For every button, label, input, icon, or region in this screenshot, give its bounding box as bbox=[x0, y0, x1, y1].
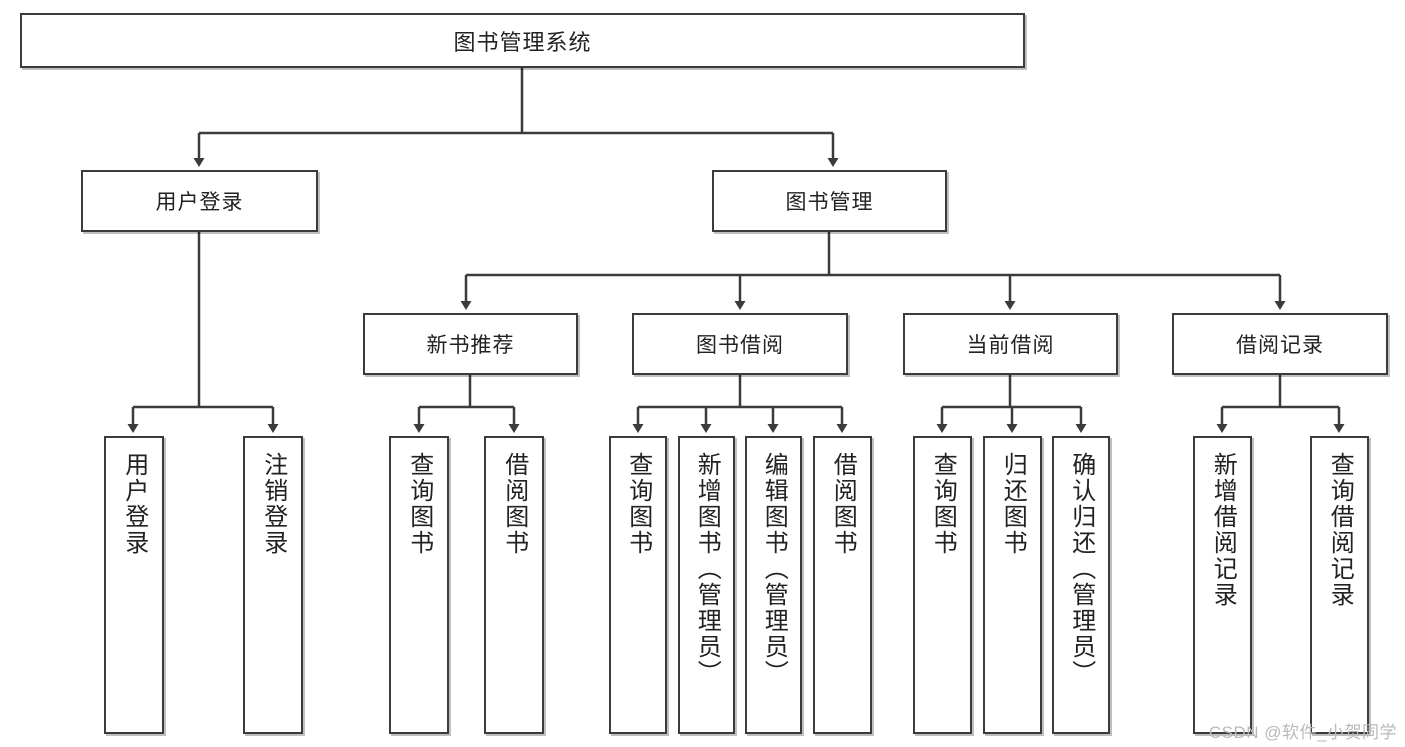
node-leaf-return-book-label: 归还图书 bbox=[999, 452, 1027, 556]
node-book-borrow[interactable]: 图书借阅 bbox=[632, 313, 848, 375]
node-root-label: 图书管理系统 bbox=[453, 29, 592, 55]
node-leaf-query-book-3-label: 查询图书 bbox=[929, 452, 957, 556]
node-leaf-confirm-return-label: 确认归还（管理员） bbox=[1067, 452, 1095, 686]
node-leaf-edit-book[interactable]: 编辑图书（管理员） bbox=[745, 436, 802, 734]
node-leaf-query-book-1[interactable]: 查询图书 bbox=[389, 436, 449, 734]
node-leaf-add-book[interactable]: 新增图书（管理员） bbox=[678, 436, 735, 734]
node-leaf-return-book[interactable]: 归还图书 bbox=[983, 436, 1042, 734]
node-book-manage[interactable]: 图书管理 bbox=[712, 170, 947, 232]
node-leaf-edit-book-label: 编辑图书（管理员） bbox=[760, 452, 788, 686]
node-leaf-add-book-label: 新增图书（管理员） bbox=[693, 452, 721, 686]
node-user-login-label: 用户登录 bbox=[155, 191, 244, 214]
node-book-manage-label: 图书管理 bbox=[785, 191, 874, 214]
node-leaf-query-book-3[interactable]: 查询图书 bbox=[913, 436, 972, 734]
node-new-book-recommend[interactable]: 新书推荐 bbox=[363, 313, 578, 375]
node-leaf-confirm-return[interactable]: 确认归还（管理员） bbox=[1052, 436, 1110, 734]
node-leaf-borrow-book-2-label: 借阅图书 bbox=[829, 452, 857, 556]
node-leaf-borrow-book-1[interactable]: 借阅图书 bbox=[484, 436, 544, 734]
node-user-login[interactable]: 用户登录 bbox=[81, 170, 318, 232]
node-leaf-query-record[interactable]: 查询借阅记录 bbox=[1310, 436, 1369, 734]
node-leaf-user-login-label: 用户登录 bbox=[120, 452, 148, 556]
node-leaf-query-book-2-label: 查询图书 bbox=[624, 452, 652, 556]
node-root[interactable]: 图书管理系统 bbox=[20, 13, 1025, 68]
node-new-book-recommend-label: 新书推荐 bbox=[426, 334, 515, 357]
node-leaf-borrow-book-2[interactable]: 借阅图书 bbox=[813, 436, 872, 734]
node-leaf-add-record[interactable]: 新增借阅记录 bbox=[1193, 436, 1252, 734]
node-current-borrow[interactable]: 当前借阅 bbox=[903, 313, 1118, 375]
node-leaf-user-login[interactable]: 用户登录 bbox=[104, 436, 164, 734]
node-leaf-user-logout[interactable]: 注销登录 bbox=[243, 436, 303, 734]
node-leaf-borrow-book-1-label: 借阅图书 bbox=[500, 452, 528, 556]
node-leaf-query-book-1-label: 查询图书 bbox=[405, 452, 433, 556]
csdn-watermark: CSDN @软件_小贺同学 bbox=[1208, 723, 1397, 742]
node-current-borrow-label: 当前借阅 bbox=[966, 334, 1055, 357]
node-leaf-query-book-2[interactable]: 查询图书 bbox=[609, 436, 667, 734]
node-book-borrow-label: 图书借阅 bbox=[696, 334, 784, 357]
node-borrow-record-label: 借阅记录 bbox=[1236, 334, 1324, 357]
node-leaf-add-record-label: 新增借阅记录 bbox=[1209, 452, 1237, 608]
node-leaf-user-logout-label: 注销登录 bbox=[259, 452, 287, 556]
node-leaf-query-record-label: 查询借阅记录 bbox=[1326, 452, 1354, 608]
node-borrow-record[interactable]: 借阅记录 bbox=[1172, 313, 1388, 375]
